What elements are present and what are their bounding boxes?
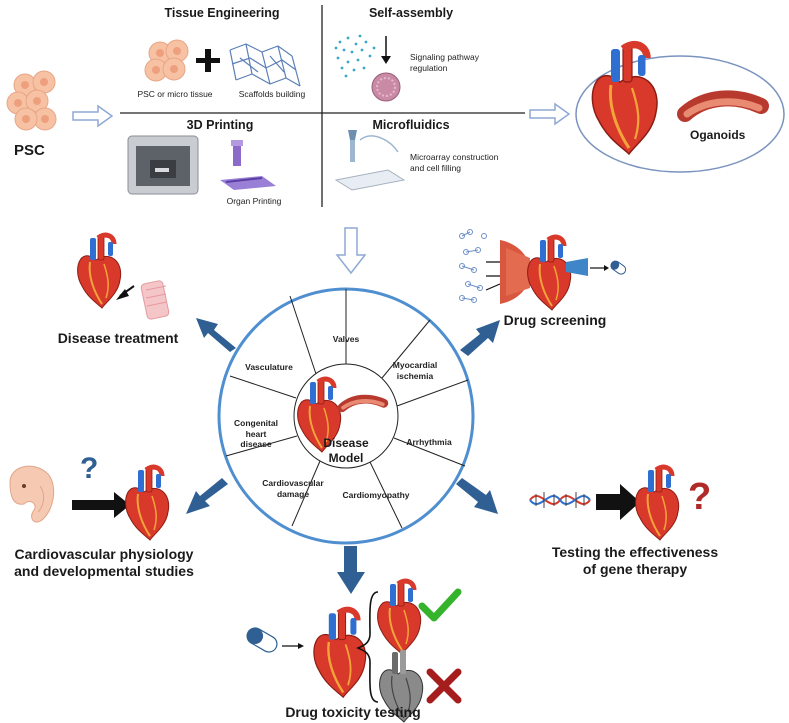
segment-myocardial-ischemia: Myocardial ischemia bbox=[380, 360, 450, 381]
3d-printer-icon bbox=[127, 135, 199, 195]
tissue-patch-icon bbox=[140, 280, 170, 320]
microfluidics-title: Microfluidics bbox=[372, 118, 450, 132]
psc-label: PSC bbox=[14, 142, 45, 159]
self-assembly-caption: Signaling pathway regulation bbox=[410, 52, 520, 74]
segment-myocardial-line2: ischemia bbox=[396, 370, 434, 381]
disease-treatment-label: Disease treatment bbox=[57, 330, 179, 346]
physiology-question-mark: ? bbox=[80, 452, 99, 485]
segment-congenital-line2: heart bbox=[245, 428, 267, 439]
screening-heart-icon bbox=[528, 237, 571, 310]
segment-congenital-heart-disease: Congenital heart disease bbox=[226, 418, 286, 450]
drug-toxicity-label: Drug toxicity testing bbox=[285, 704, 421, 720]
treatment-heart-icon bbox=[78, 235, 121, 308]
segment-cardiovascular-line1: Cardiovascular bbox=[262, 478, 324, 488]
flow-arrow-right-icon bbox=[529, 102, 571, 126]
disease-model-wheel bbox=[217, 287, 475, 545]
physiology-arrow-icon bbox=[72, 492, 130, 518]
self-assembly-caption-line1: Signaling pathway bbox=[410, 52, 479, 62]
segment-vasculature: Vasculature bbox=[245, 362, 293, 372]
toxicity-capsule-icon bbox=[246, 627, 278, 653]
check-icon bbox=[418, 588, 462, 622]
toxicity-pink-heart-icon bbox=[314, 610, 366, 697]
cell-dots-icon bbox=[334, 34, 376, 78]
drug-screening-label: Drug screening bbox=[503, 312, 607, 328]
toxicity-damaged-heart-icon bbox=[379, 650, 424, 723]
oganoids-label: Oganoids bbox=[690, 128, 746, 142]
physiology-line2: and developmental studies bbox=[14, 563, 194, 579]
tissue-engineering-title: Tissue Engineering bbox=[164, 6, 280, 20]
3d-printing-title: 3D Printing bbox=[186, 118, 254, 132]
gene-therapy-line1: Testing the effectiveness bbox=[551, 544, 719, 560]
gene-heart-icon bbox=[636, 467, 679, 540]
microfluidics-caption-line1: Microarray construction bbox=[410, 152, 499, 162]
toxicity-healthy-heart-icon bbox=[378, 581, 421, 654]
capsule-icon bbox=[610, 260, 627, 275]
segment-cardiovascular-line2: damage bbox=[276, 488, 310, 499]
physiology-heart-icon bbox=[126, 467, 169, 540]
psc-cells-icon bbox=[6, 70, 57, 131]
physiology-line1: Cardiovascular physiology bbox=[14, 546, 194, 562]
embryo-icon bbox=[9, 465, 55, 523]
segment-congenital-line1: Congenital bbox=[234, 418, 278, 428]
microfluidics-caption-line2: and cell filling bbox=[410, 163, 462, 173]
toxicity-brace bbox=[356, 591, 379, 703]
segment-valves: Valves bbox=[332, 334, 360, 344]
dna-icon bbox=[529, 492, 591, 508]
gene-arrow-icon bbox=[596, 484, 640, 520]
gene-therapy-label: Testing the effectiveness of gene therap… bbox=[530, 544, 740, 578]
microfluidic-chip-icon bbox=[334, 130, 406, 191]
compounds-icon bbox=[459, 229, 487, 303]
disease-model-line1: Disease bbox=[323, 436, 369, 450]
flow-arrow-down-icon bbox=[335, 227, 367, 275]
segment-arrhythmia: Arrhythmia bbox=[406, 437, 452, 447]
self-assembly-caption-line2: regulation bbox=[410, 63, 448, 73]
segment-cardiomyopathy: Cardiomyopathy bbox=[342, 490, 410, 500]
organ-printing-caption: Organ Printing bbox=[226, 196, 282, 206]
cross-icon bbox=[426, 668, 462, 704]
disease-model-line2: Model bbox=[328, 451, 364, 465]
segment-congenital-line3: disease bbox=[240, 439, 272, 449]
micro-tissue-icon bbox=[144, 39, 189, 82]
disease-model-label: Disease Model bbox=[306, 436, 386, 466]
physiology-label: Cardiovascular physiology and developmen… bbox=[0, 546, 208, 580]
organ-printing-icon bbox=[220, 140, 276, 190]
gene-therapy-line2: of gene therapy bbox=[582, 561, 688, 577]
self-assembly-title: Self-assembly bbox=[368, 6, 454, 20]
scaffold-icon bbox=[229, 43, 301, 87]
segment-cardiovascular-damage: Cardiovascular damage bbox=[254, 478, 332, 499]
flow-arrow-left-icon bbox=[72, 104, 114, 128]
scaffolds-caption: Scaffolds building bbox=[238, 89, 306, 99]
microfluidics-caption: Microarray construction and cell filling bbox=[410, 152, 530, 174]
segment-myocardial-line1: Myocardial bbox=[392, 360, 438, 370]
psc-micro-tissue-caption: PSC or micro tissue bbox=[137, 89, 213, 99]
gene-question-mark: ? bbox=[688, 476, 712, 518]
application-arrows bbox=[186, 318, 500, 594]
